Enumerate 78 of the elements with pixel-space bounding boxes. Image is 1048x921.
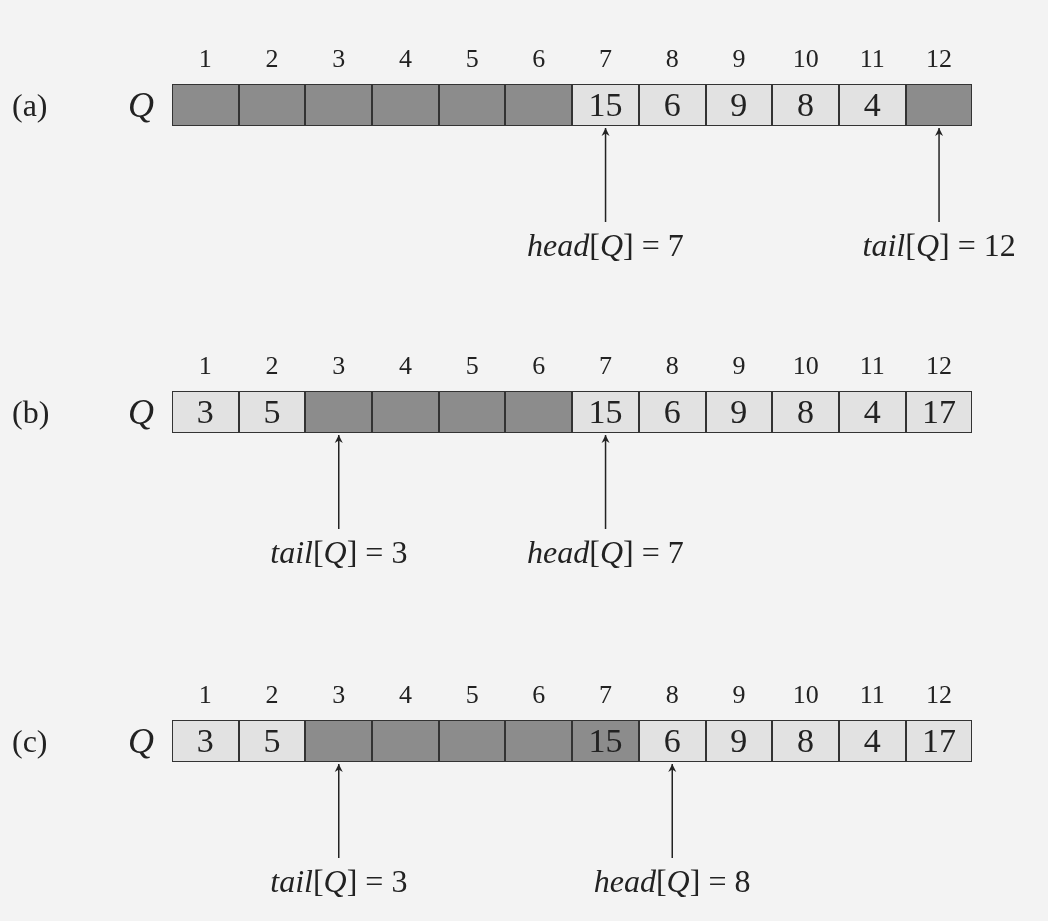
queue-array	[128, 84, 973, 126]
index-number: 9	[731, 680, 747, 710]
array-name: Q	[128, 720, 154, 762]
array-cell: 8	[772, 391, 839, 433]
part-label: (c)	[12, 722, 48, 761]
index-number: 11	[858, 44, 886, 74]
index-number: 10	[791, 351, 820, 381]
index-number: 12	[925, 44, 954, 74]
arrow	[334, 434, 343, 530]
index-number: 11	[858, 680, 886, 710]
index-number: 1	[197, 680, 213, 710]
array-cell: 3	[172, 720, 239, 762]
pointer-label: tail[Q] = 3	[270, 533, 408, 571]
index-number: 4	[397, 680, 413, 710]
array-cell: 8	[772, 84, 839, 126]
pointer-label: head[Q] = 7	[527, 533, 684, 571]
index-number: 2	[264, 44, 280, 74]
arrow	[601, 127, 610, 223]
index-number: 11	[858, 351, 886, 381]
index-number: 5	[464, 680, 480, 710]
index-number: 5	[464, 44, 480, 74]
array-name: Q	[128, 391, 154, 433]
array-cell: 6	[638, 84, 706, 126]
pointer-label: tail[Q] = 12	[862, 226, 1016, 264]
index-number: 9	[731, 44, 747, 74]
index-number: 4	[397, 351, 413, 381]
pointer-label: tail[Q] = 3	[270, 862, 408, 900]
array-cell: 4	[838, 391, 906, 433]
index-number: 6	[531, 351, 547, 381]
index-number: 6	[531, 44, 547, 74]
arrow	[668, 763, 677, 859]
index-number: 1	[197, 44, 213, 74]
array-cell: 6	[638, 720, 706, 762]
array-cell: 17	[905, 391, 973, 433]
array-cell: 4	[838, 720, 906, 762]
index-number: 2	[264, 680, 280, 710]
part-label: (a)	[12, 86, 48, 125]
index-number: 9	[731, 351, 747, 381]
array-cell: 9	[705, 720, 773, 762]
index-number: 7	[598, 351, 614, 381]
array-cell: 5	[238, 720, 306, 762]
index-number: 4	[397, 44, 413, 74]
index-number: 10	[791, 44, 820, 74]
index-number: 8	[664, 44, 680, 74]
array-cell: 15	[572, 391, 639, 433]
pointer-label: head[Q] = 8	[593, 862, 751, 900]
index-number: 10	[791, 680, 820, 710]
index-number: 2	[264, 351, 280, 381]
array-cell: 9	[705, 391, 773, 433]
index-number: 12	[925, 680, 954, 710]
part-label: (b)	[12, 393, 50, 432]
arrow	[601, 434, 610, 530]
array-cell: 15	[572, 84, 639, 126]
queue-array	[128, 720, 973, 762]
pointer-label: head[Q] = 7	[527, 226, 684, 264]
arrow	[935, 127, 944, 223]
index-number: 3	[331, 44, 347, 74]
array-cell: 3	[172, 391, 239, 433]
array-cell: 4	[838, 84, 906, 126]
index-number: 6	[531, 680, 547, 710]
index-number: 8	[664, 680, 680, 710]
index-number: 12	[925, 351, 954, 381]
index-number: 1	[197, 351, 213, 381]
array-cell: 6	[638, 391, 706, 433]
index-number: 5	[464, 351, 480, 381]
queue-array	[128, 391, 973, 433]
array-cell: 8	[772, 720, 839, 762]
array-cell: 15	[572, 720, 639, 762]
array-cell: 5	[238, 391, 306, 433]
index-number: 7	[598, 44, 614, 74]
arrow	[334, 763, 343, 859]
array-cell: 17	[905, 720, 973, 762]
index-number: 3	[331, 680, 347, 710]
index-number: 7	[598, 680, 614, 710]
index-number: 8	[664, 351, 680, 381]
array-cell: 9	[705, 84, 773, 126]
index-number: 3	[331, 351, 347, 381]
array-name: Q	[128, 84, 154, 126]
